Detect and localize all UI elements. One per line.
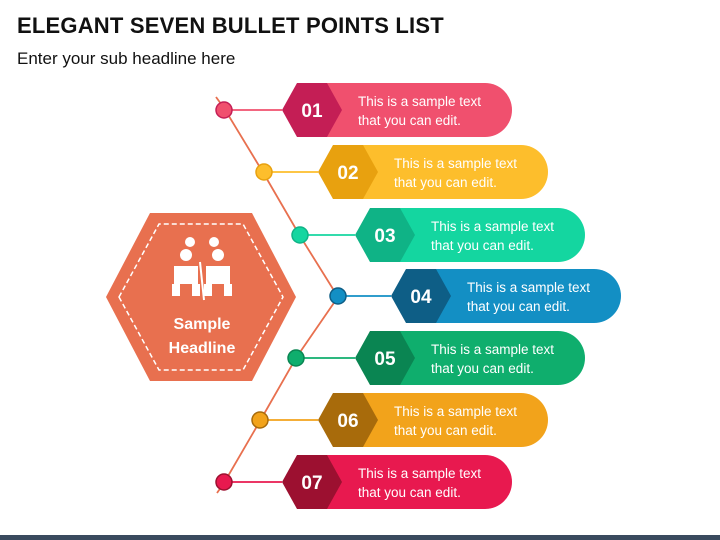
center-hexagon-dashed-outline xyxy=(118,223,284,371)
bullet-item: 05 This is a sample text that you can edit… xyxy=(287,331,585,385)
bullet-number-hexagon xyxy=(318,393,378,447)
bullet-item: 01 This is a sample text that you can edit… xyxy=(215,83,512,137)
bullet-number-hexagon xyxy=(318,145,378,199)
bullet-text-line1: This is a sample text xyxy=(394,404,517,419)
center-hexagon: Sample Headline xyxy=(106,213,296,381)
meeting-people-icon xyxy=(172,237,232,301)
bullet-number: 04 xyxy=(410,287,432,308)
bullet-number: 01 xyxy=(301,101,323,122)
bullet-number: 07 xyxy=(301,473,322,494)
bullet-number: 03 xyxy=(374,226,395,247)
bullet-number: 06 xyxy=(337,411,358,432)
bullet-text-line2: that you can edit. xyxy=(358,485,461,500)
bullet-dot xyxy=(329,287,347,305)
bullet-number: 05 xyxy=(374,349,396,370)
bullet-item: 02 This is a sample text that you can edit… xyxy=(255,145,548,199)
bullet-number: 02 xyxy=(337,163,358,184)
page-subtitle: Enter your sub headline here xyxy=(17,49,236,68)
bottom-bar xyxy=(0,535,720,540)
bullet-number-hexagon xyxy=(355,208,415,262)
bullet-item: 03 This is a sample text that you can edit… xyxy=(291,208,585,262)
center-hexagon-shape xyxy=(106,213,296,381)
page-title: ELEGANT SEVEN BULLET POINTS LIST xyxy=(17,13,444,38)
bullet-pill xyxy=(421,269,621,323)
bullet-number-hexagon xyxy=(282,455,342,509)
bullet-text-line2: that you can edit. xyxy=(431,238,534,253)
bullet-text-line1: This is a sample text xyxy=(358,94,481,109)
bullet-text-line2: that you can edit. xyxy=(431,361,534,376)
bullet-text-line1: This is a sample text xyxy=(431,219,554,234)
bullet-number-hexagon xyxy=(391,269,451,323)
center-headline-line2: Headline xyxy=(169,340,236,357)
bullet-dot xyxy=(291,226,309,244)
center-headline-line1: Sample xyxy=(174,316,231,333)
bullet-text-line2: that you can edit. xyxy=(394,175,497,190)
bullet-item: 06 This is a sample text that you can edit… xyxy=(251,393,548,447)
bullet-item: 07 This is a sample text that you can edit… xyxy=(215,455,512,509)
bullet-dot xyxy=(251,411,269,429)
bullet-text-line2: that you can edit. xyxy=(467,299,570,314)
bullet-number-hexagon xyxy=(355,331,415,385)
bullet-text-line1: This is a sample text xyxy=(394,156,517,171)
bullet-dot xyxy=(287,349,305,367)
bullet-pill xyxy=(385,208,585,262)
bullet-pill xyxy=(385,331,585,385)
bullet-text-line2: that you can edit. xyxy=(394,423,497,438)
bullet-pill xyxy=(312,455,512,509)
bullet-dot xyxy=(255,163,273,181)
bullet-pill xyxy=(348,145,548,199)
bullet-text-line2: that you can edit. xyxy=(358,113,461,128)
bullet-number-hexagon xyxy=(282,83,342,137)
bullet-text-line1: This is a sample text xyxy=(467,280,590,295)
bullet-dot xyxy=(215,473,233,491)
bullet-item: 04 This is a sample text that you can edit… xyxy=(329,269,621,323)
bullet-pill xyxy=(348,393,548,447)
bullet-text-line1: This is a sample text xyxy=(431,342,554,357)
bullet-dot xyxy=(215,101,233,119)
bullet-text-line1: This is a sample text xyxy=(358,466,481,481)
bullet-pill xyxy=(312,83,512,137)
